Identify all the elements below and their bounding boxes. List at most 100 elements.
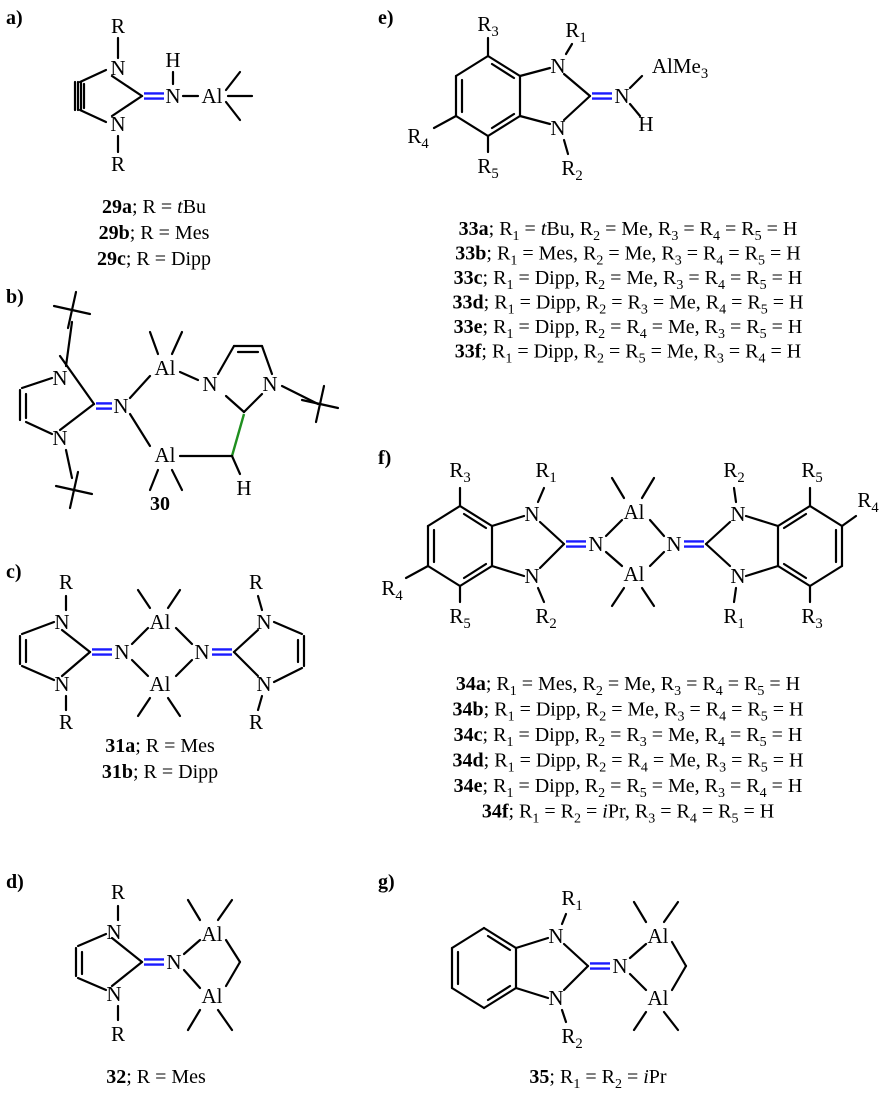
bond: [58, 402, 96, 432]
bond: [782, 562, 808, 580]
bond: [178, 370, 200, 382]
compound-caption: 33f; R1 = Dipp, R2 = R5 = Me, R3 = R4 = …: [455, 341, 801, 367]
bond: [20, 664, 56, 682]
bond: [216, 344, 236, 376]
compound-caption: 33a; R1 = tBu, R2 = Me, R3 = R4 = R5 = H: [459, 218, 798, 244]
panel-b-label: b): [6, 286, 24, 308]
r4-substituent: R4: [857, 488, 879, 516]
ring-nitrogen: N: [550, 54, 565, 78]
bond: [166, 696, 182, 718]
compound-caption: 30: [150, 493, 170, 515]
bond: [776, 564, 812, 588]
compound-caption: 29b; R = Mes: [99, 222, 210, 244]
ring-nitrogen: N: [52, 426, 67, 450]
bond: [186, 1008, 202, 1032]
bond: [704, 542, 732, 568]
bond: [68, 488, 76, 510]
r4-substituent: R4: [407, 124, 429, 152]
bond: [314, 402, 322, 424]
aluminum: Al: [155, 443, 176, 467]
compound-caption: 31b; R = Dipp: [102, 761, 218, 783]
bond: [538, 542, 566, 570]
hydrogen: H: [165, 48, 180, 72]
imine-nitrogen: N: [666, 532, 681, 556]
bond: [54, 484, 76, 492]
aluminum: Al: [155, 356, 176, 380]
bond: [486, 984, 512, 1002]
bond: [224, 394, 246, 414]
compound-caption: 34c; R1 = Dipp, R2 = R3 = Me, R4 = R5 = …: [454, 724, 803, 750]
imine-nitrogen: N: [614, 84, 629, 108]
bond: [518, 114, 552, 126]
bond: [224, 960, 242, 988]
bond: [148, 468, 160, 492]
bond: [72, 488, 94, 496]
bond: [224, 938, 242, 964]
bond: [744, 564, 780, 578]
ring-nitrogen: N: [256, 672, 271, 696]
bond: [110, 74, 144, 98]
r-substituent: R: [111, 880, 125, 904]
ring-nitrogen: N: [54, 610, 69, 634]
compound-caption: 33d; R1 = Dipp, R2 = R3 = Me, R4 = R5 = …: [453, 292, 804, 318]
compound-caption: 35; R1 = R2 = iPr: [529, 1066, 666, 1092]
bond: [174, 626, 194, 646]
bond: [536, 486, 546, 504]
bond: [490, 112, 516, 130]
r-substituent: R: [59, 570, 73, 594]
bond: [450, 926, 486, 950]
bond: [230, 413, 246, 457]
compound-caption: 34a; R1 = Mes, R2 = Me, R3 = R4 = R5 = H: [456, 673, 800, 699]
compound-caption: 34b; R1 = Dipp, R2 = Me, R3 = R4 = R5 = …: [453, 699, 804, 725]
ring-nitrogen: N: [106, 920, 121, 944]
bond: [560, 1008, 568, 1024]
compound-caption: 34f; R1 = R2 = iPr, R3 = R4 = R5 = H: [482, 801, 774, 827]
r2-substituent: R2: [561, 156, 582, 184]
bond: [432, 114, 458, 130]
aluminum: Al: [150, 672, 171, 696]
imine-nitrogen: N: [113, 394, 128, 418]
bond: [562, 138, 570, 156]
imine-nitrogen: N: [165, 84, 180, 108]
bond: [628, 74, 644, 90]
bond: [640, 476, 656, 500]
bond: [808, 564, 844, 588]
bond: [648, 518, 666, 538]
bond: [808, 504, 844, 528]
bond: [70, 290, 78, 312]
bond: [256, 594, 264, 612]
r-substituent: R: [111, 1022, 125, 1046]
bond: [148, 330, 160, 356]
bond: [256, 694, 264, 712]
bond: [182, 968, 202, 990]
r-substituent: R: [59, 710, 73, 734]
bond: [72, 470, 80, 492]
bond: [404, 564, 430, 580]
bond: [64, 448, 74, 480]
bond: [216, 898, 234, 922]
aluminum: Al: [150, 610, 171, 634]
bond: [166, 588, 182, 610]
bond: [560, 912, 568, 926]
bond: [232, 628, 260, 654]
bond: [130, 626, 150, 646]
bond: [272, 666, 304, 684]
bond: [562, 72, 592, 98]
aluminum: Al: [648, 924, 669, 948]
bond: [514, 986, 550, 1000]
ring-nitrogen: N: [548, 924, 563, 948]
aluminum: Al: [202, 984, 223, 1008]
ring-nitrogen: N: [524, 564, 539, 588]
bond: [110, 936, 144, 964]
bond: [20, 620, 56, 636]
bond: [280, 384, 320, 406]
bond: [182, 938, 202, 956]
bond: [174, 658, 194, 678]
bond: [300, 398, 322, 406]
bond: [670, 964, 688, 992]
bond: [486, 114, 522, 138]
bond: [482, 986, 518, 1010]
